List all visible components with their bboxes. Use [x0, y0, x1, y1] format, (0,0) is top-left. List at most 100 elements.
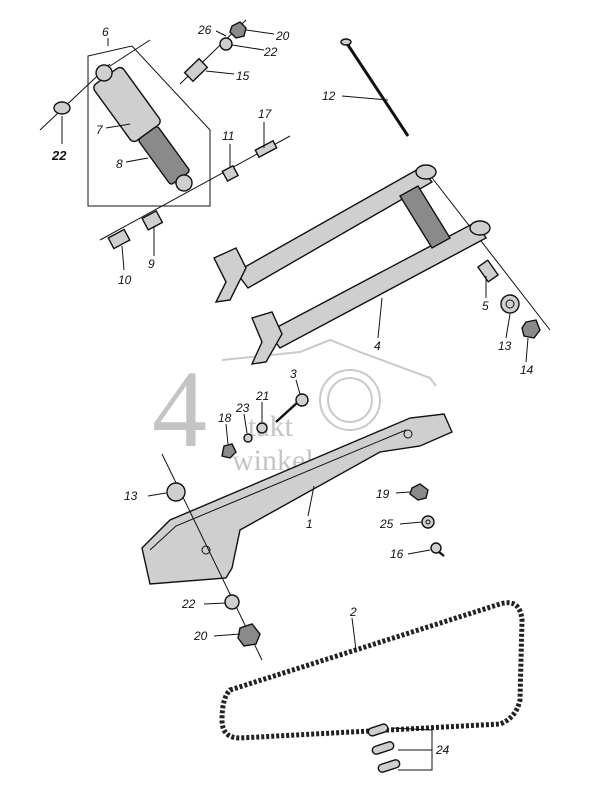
- shock-bottom-eye: [175, 174, 193, 192]
- callout-26: 26: [197, 23, 212, 37]
- callout-24: 24: [435, 743, 450, 757]
- shock-top-axis-ext: [109, 39, 151, 67]
- chain-guard-body: [141, 413, 453, 585]
- callout-6: 6: [102, 25, 109, 39]
- watermark-number: 4: [152, 348, 207, 470]
- pivot-parts: [476, 259, 541, 339]
- callout-17: 17: [258, 107, 273, 121]
- swing-arm-dropout-lower: [250, 311, 283, 365]
- swing-arm-pivot-upper: [415, 164, 437, 180]
- washer-22-bottom: [224, 594, 240, 610]
- swing-arm-upper-tube: [234, 167, 434, 289]
- leader-8: [125, 157, 149, 163]
- callout-16: 16: [390, 547, 404, 561]
- shock-absorber: [93, 64, 193, 192]
- spacer-10: [107, 228, 131, 250]
- leader-15: [205, 70, 235, 75]
- shock-top-eye: [95, 64, 113, 82]
- bolt-17: [254, 139, 278, 159]
- leader-22c: [203, 602, 227, 605]
- swing-arm-dropout-upper: [213, 247, 247, 303]
- leader-lines: [61, 29, 529, 771]
- callout-18: 18: [218, 411, 232, 425]
- callout-15: 15: [236, 69, 250, 83]
- leader-18: [225, 423, 229, 445]
- leader-23: [243, 413, 248, 434]
- bushing-9: [141, 209, 164, 231]
- leader-16: [407, 549, 431, 555]
- leader-20b: [213, 633, 241, 637]
- chainguard-fasteners: [409, 483, 445, 557]
- leader-4: [377, 297, 383, 339]
- leader-24: [391, 727, 433, 771]
- nut-19: [409, 483, 429, 501]
- callout-21: 21: [255, 389, 269, 403]
- callout-22-left: 22: [51, 148, 67, 163]
- leader-12: [341, 95, 389, 101]
- leader-2: [351, 617, 357, 651]
- pivot-nut-14: [521, 319, 541, 339]
- chain-loop: [219, 600, 525, 741]
- chain-guard: [141, 413, 453, 661]
- watermark: 4 takt winkel: [152, 338, 437, 477]
- leader-13b: [147, 492, 167, 497]
- washer-21: [256, 422, 268, 434]
- leader-13a: [505, 313, 511, 339]
- link-plate-2: [371, 741, 395, 755]
- shock-group-frame: [87, 45, 211, 207]
- chain-guard-lower-hole: [201, 545, 211, 555]
- axle-bolt-head: [340, 38, 352, 46]
- chain-guard-rib: [149, 429, 407, 551]
- watermark-wheel: [319, 369, 381, 431]
- callout-11: 11: [222, 129, 234, 143]
- bolt-3-shaft: [275, 401, 299, 423]
- callout-25: 25: [379, 517, 394, 531]
- callout-10: 10: [118, 273, 132, 287]
- callout-19: 19: [376, 487, 390, 501]
- nut-20-top: [229, 21, 247, 39]
- leader-20a: [245, 29, 275, 35]
- callout-12: 12: [322, 89, 336, 103]
- callout-9: 9: [148, 257, 155, 271]
- callout-14: 14: [520, 363, 534, 377]
- leader-19: [395, 491, 411, 494]
- watermark-scooter-outline: [221, 338, 437, 387]
- leader-26: [215, 30, 227, 37]
- callout-7: 7: [96, 123, 104, 137]
- washer-22-top: [219, 37, 233, 51]
- pivot-sleeve-5: [476, 259, 500, 283]
- drive-chain: [219, 600, 525, 741]
- callout-labels: 26 20 22 6 15 22 7 8 11 17 12 10 9 5 4 1…: [51, 23, 534, 757]
- callout-20-bottom: 20: [193, 629, 208, 643]
- callout-13-left: 13: [124, 489, 138, 503]
- washer-25-hole: [425, 519, 431, 525]
- washer-25: [421, 515, 435, 529]
- swing-arm: [213, 164, 551, 365]
- leader-10: [121, 245, 125, 271]
- callout-22-top: 22: [263, 45, 278, 59]
- callout-5: 5: [482, 299, 489, 313]
- callout-22-bottom: 22: [181, 597, 196, 611]
- shock-bolt-axis: [99, 135, 291, 250]
- callout-2: 2: [349, 605, 357, 619]
- leader-22a: [231, 44, 265, 51]
- link-plate-3: [377, 759, 401, 773]
- callout-23: 23: [235, 401, 250, 415]
- leader-3: [295, 379, 301, 395]
- grommet-13: [166, 482, 186, 502]
- top-mount-parts: [179, 19, 247, 85]
- pivot-washer-13-hole: [505, 299, 515, 309]
- callout-20-top: 20: [275, 29, 290, 43]
- watermark-wheel-inner: [327, 377, 373, 423]
- leader-25: [399, 521, 423, 525]
- nut-18: [221, 443, 237, 459]
- washer-23: [243, 433, 253, 443]
- nut-11: [221, 164, 240, 183]
- chainguard-mount-parts: [221, 393, 309, 459]
- callout-8: 8: [116, 157, 123, 171]
- bolt-3-head: [295, 393, 309, 407]
- leader-1: [307, 485, 315, 517]
- swing-arm-pivot-lower: [469, 220, 491, 236]
